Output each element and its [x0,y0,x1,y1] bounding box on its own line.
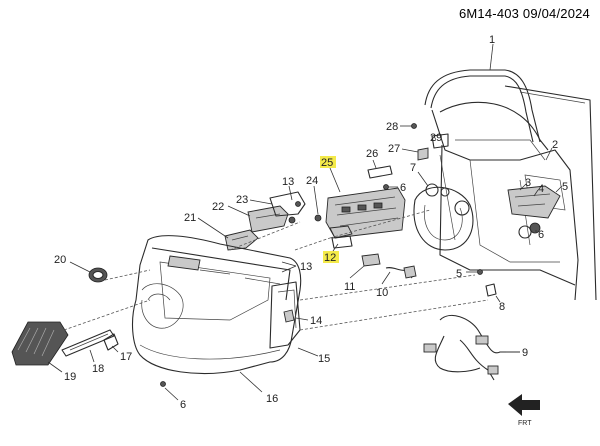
callout-18: 18 [92,363,104,375]
door-trim-panel [131,235,302,387]
callout-10: 10 [376,287,388,299]
callout-27: 27 [388,143,400,155]
callout-13a: 13 [282,176,294,188]
callout-2: 2 [552,139,558,151]
callout-6b: 6 [538,229,544,241]
callout-26: 26 [366,148,378,160]
callout-5a: 5 [456,268,462,280]
front-arrow-label: FRT [518,420,532,427]
callout-16: 16 [266,393,278,405]
handle-bezel-cluster [224,191,306,251]
callout-19: 19 [64,371,76,383]
diagram-date: 09/04/2024 [522,6,590,21]
callout-25: 25 [321,157,333,169]
callout-9: 9 [522,347,528,359]
callout-22: 22 [212,201,224,213]
callout-6c: 6 [180,399,186,411]
wiring-harness [423,269,520,381]
callout-28: 28 [386,121,398,133]
callout-25-highlight [320,156,336,168]
callout-4: 4 [538,183,544,195]
callout-1: 1 [489,34,495,46]
diagram-header: 6M14-403 09/04/2024 [459,6,590,21]
callout-12-highlight [323,251,339,263]
diagram-id: 6M14-403 [458,6,520,21]
locator-lines [63,209,489,331]
callout-7: 7 [410,162,416,174]
callout-6a: 6 [400,182,406,194]
callout-11: 11 [344,281,355,293]
callout-17: 17 [120,351,132,363]
callout-3: 3 [525,177,531,189]
front-direction-arrow-icon: FRT [508,394,540,427]
callout-20: 20 [54,254,66,266]
lower-left-parts [11,267,119,366]
callout-15: 15 [318,353,330,365]
door-frame-assembly [411,69,597,301]
callout-8: 8 [499,301,505,313]
callout-24: 24 [306,175,318,187]
callout-5b: 5 [562,181,568,193]
callout-13b: 13 [300,261,312,273]
callout-14: 14 [310,315,322,327]
callout-23: 23 [236,194,248,206]
callout-12: 12 [324,252,336,264]
callout-21: 21 [184,212,196,224]
callout-29: 29 [430,132,442,144]
